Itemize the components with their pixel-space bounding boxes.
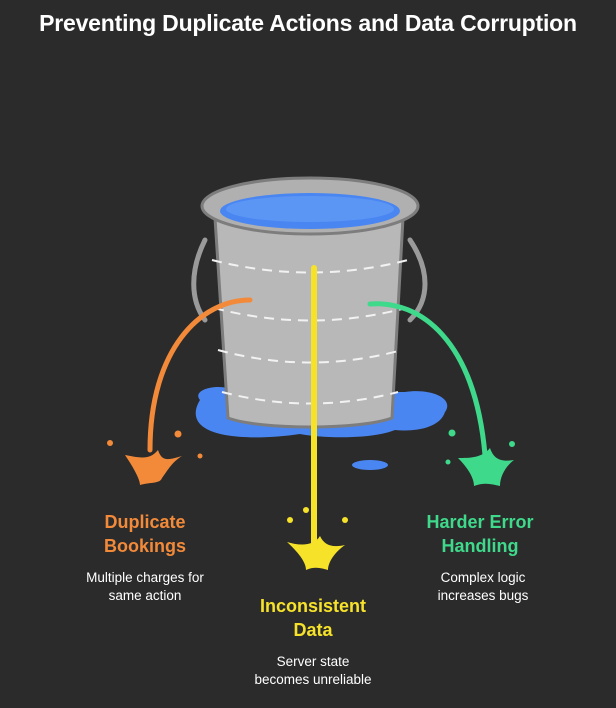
desc-line-1: Complex logic: [440, 570, 526, 585]
label-line-1: Duplicate: [104, 512, 186, 532]
label-inconsistent-data: Inconsistent Data: [228, 594, 398, 642]
desc-harder-error-handling: Complex logic increases bugs: [398, 569, 568, 605]
yellow-leak-stream: [287, 265, 348, 570]
desc-line-2: same action: [108, 588, 182, 603]
desc-line-1: Multiple charges for: [86, 570, 204, 585]
desc-line-2: becomes unreliable: [254, 672, 372, 687]
bucket: [200, 176, 420, 429]
label-line-1: Harder Error: [426, 512, 534, 532]
label-duplicate-bookings: Duplicate Bookings: [60, 510, 230, 558]
desc-line-1: Server state: [276, 654, 350, 669]
orange-leak-stream: [107, 297, 253, 485]
desc-inconsistent-data: Server state becomes unreliable: [218, 653, 408, 689]
label-line-2: Data: [293, 620, 333, 640]
label-line-1: Inconsistent: [259, 596, 366, 616]
desc-duplicate-bookings: Multiple charges for same action: [60, 569, 230, 605]
label-harder-error-handling: Harder Error Handling: [395, 510, 565, 558]
label-line-2: Handling: [441, 536, 519, 556]
green-leak-stream: [367, 301, 515, 486]
label-line-2: Bookings: [103, 536, 186, 556]
desc-line-2: increases bugs: [437, 588, 529, 603]
diagram-title: Preventing Duplicate Actions and Data Co…: [39, 10, 577, 36]
